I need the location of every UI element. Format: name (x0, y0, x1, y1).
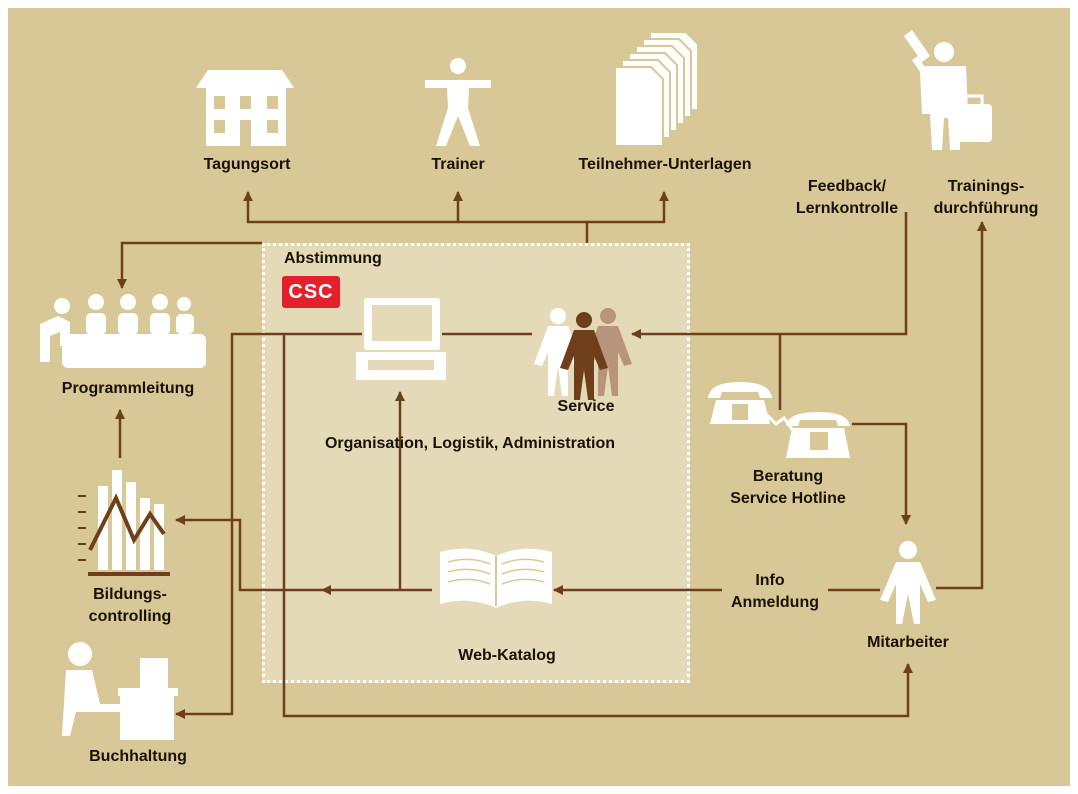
accounting-desk-icon (62, 642, 178, 740)
info-label: Info (755, 572, 785, 589)
accounting-label: Buchhaltung (89, 748, 187, 765)
feedback-label-line2: Lernkontrolle (795, 200, 899, 217)
controlling-label-line2: controlling (88, 608, 172, 625)
training-execution-label-line2: durchführung (933, 200, 1039, 217)
trainer-icon (425, 58, 491, 146)
coordination-label: Abstimmung (284, 250, 382, 267)
book-icon (440, 548, 552, 608)
controlling-label-line1: Bildungs- (93, 586, 167, 603)
building-icon (196, 70, 294, 146)
service-people-icon (534, 308, 632, 400)
web-catalog-label: Web-Katalog (458, 647, 556, 664)
meeting-table-icon (40, 294, 206, 368)
employee-label: Mitarbeiter (867, 634, 949, 651)
training-execution-label-line1: Trainings- (947, 178, 1025, 195)
feedback-label-line1: Feedback/ (807, 178, 887, 195)
service-label: Service (557, 398, 615, 415)
hotline-label-line2: Service Hotline (730, 490, 846, 507)
computer-icon (356, 298, 446, 380)
program-management-label: Programmleitung (61, 380, 195, 397)
venue-label: Tagungsort (203, 156, 291, 173)
employee-icon (880, 541, 936, 624)
trainer-label: Trainer (431, 156, 485, 173)
registration-label: Anmeldung (731, 594, 819, 611)
hotline-label-line1: Beratung (752, 468, 824, 485)
connector-lines (115, 191, 987, 719)
organisation-label: Organisation, Logistik, Administration (324, 435, 616, 452)
traveler-icon (904, 30, 992, 150)
phone-icon (708, 382, 850, 458)
csc-logo: CSC (282, 276, 340, 308)
participant-docs-label: Teilnehmer-Unterlagen (578, 156, 752, 173)
controlling-chart-icon (78, 470, 170, 576)
coordination-area (262, 243, 690, 683)
documents-icon (614, 31, 699, 147)
